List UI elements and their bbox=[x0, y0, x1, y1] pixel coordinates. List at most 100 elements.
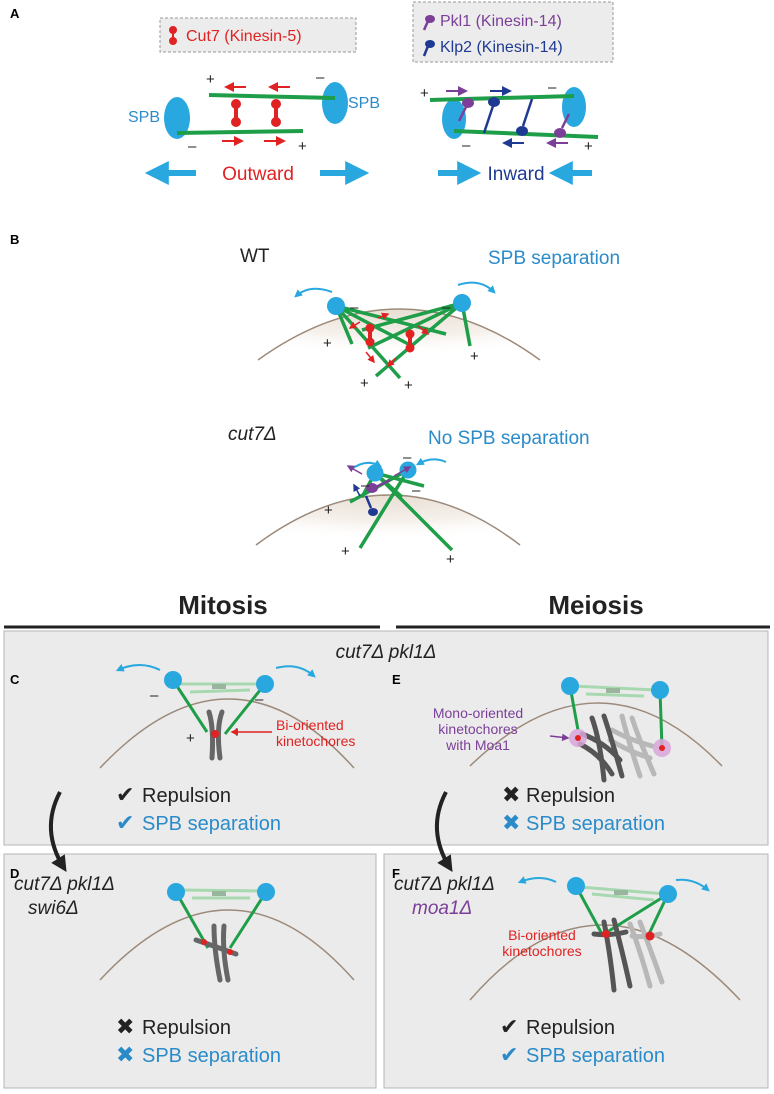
repulsion-label: Repulsion bbox=[526, 1017, 615, 1039]
spb-separation-label: SPB separation bbox=[142, 1045, 281, 1067]
genotype-label: cut7Δ pkl1Δ bbox=[14, 874, 115, 895]
cut7-legend-text: Cut7 (Kinesin-5) bbox=[186, 28, 302, 45]
pkl1-motor-icon bbox=[422, 15, 435, 31]
kinetochore bbox=[659, 745, 665, 751]
kinetochore bbox=[645, 931, 655, 941]
bi-oriented-annotation: kinetochores bbox=[502, 943, 581, 959]
cut7-mutant-label: cut7Δ bbox=[228, 424, 277, 445]
repulsion-label: Repulsion bbox=[142, 785, 231, 807]
plus-end-label: + bbox=[404, 377, 413, 394]
minus-end-label: – bbox=[442, 299, 451, 316]
kinetochore bbox=[201, 939, 207, 945]
genotype-top-label: cut7Δ pkl1Δ bbox=[336, 642, 437, 663]
minus-end-label: – bbox=[548, 79, 557, 96]
spb-left bbox=[561, 677, 579, 695]
microtubule-bottom bbox=[176, 129, 304, 135]
homolog-dark bbox=[591, 917, 633, 993]
kinesin14-legend-box bbox=[412, 1, 614, 63]
nucleus-envelope bbox=[469, 702, 723, 767]
panel-d-box bbox=[3, 853, 377, 1089]
spb-movement-arrow bbox=[517, 876, 557, 884]
plus-end-label: + bbox=[584, 138, 593, 155]
spb-movement-arrow bbox=[457, 281, 496, 294]
nucleus-envelope bbox=[99, 698, 355, 769]
minus-end-label: – bbox=[412, 482, 421, 499]
klp2-motor-right bbox=[516, 98, 534, 136]
cut7-motor-2 bbox=[405, 329, 415, 353]
mono-oriented-annotation: with Moa1 bbox=[445, 737, 510, 753]
check-icon: ✔ bbox=[500, 1042, 518, 1067]
wt-spindle-diagram: – – + + + + bbox=[257, 281, 541, 394]
genotype-label: swi6Δ bbox=[28, 898, 79, 919]
panel-f-label: F bbox=[392, 866, 400, 881]
wt-label: WT bbox=[240, 246, 270, 267]
minus-end-label: – bbox=[255, 691, 264, 708]
pkl1-motor bbox=[366, 478, 391, 493]
panel-a-label: A bbox=[10, 6, 20, 21]
klp2-motor-left bbox=[482, 97, 500, 134]
mono-oriented-annotation: kinetochores bbox=[438, 721, 517, 737]
microtubule-top bbox=[208, 93, 336, 100]
kinetochore bbox=[602, 930, 610, 938]
klp2-legend-text: Klp2 (Kinesin-14) bbox=[440, 39, 563, 56]
kinetochore bbox=[211, 730, 219, 738]
kinetochore bbox=[575, 735, 581, 741]
microtubule-top bbox=[429, 94, 575, 102]
cut7-motor-1 bbox=[365, 323, 375, 347]
cut7-motor-2 bbox=[271, 99, 281, 127]
panel-d-diagram bbox=[99, 883, 355, 983]
plus-end-label: + bbox=[420, 85, 429, 102]
meiosis-header: Meiosis bbox=[548, 590, 643, 620]
spb-separation-label: SPB separation bbox=[142, 813, 281, 835]
inward-label: Inward bbox=[487, 164, 544, 185]
spb-left bbox=[442, 99, 466, 139]
cut7-legend-box bbox=[159, 17, 357, 53]
pkl1-legend-text: Pkl1 (Kinesin-14) bbox=[440, 13, 562, 30]
minus-end-label: – bbox=[150, 687, 159, 704]
transition-arrow-c-to-d bbox=[49, 791, 67, 873]
klp2-motor bbox=[364, 495, 378, 516]
spb-left bbox=[164, 97, 190, 139]
inward-spindle-diagram: + – – + Inward bbox=[420, 79, 599, 185]
spb-movement-arrow bbox=[675, 878, 710, 892]
outward-label: Outward bbox=[222, 164, 294, 185]
transition-arrow-e-to-f bbox=[435, 791, 453, 873]
plus-end-label: + bbox=[341, 543, 350, 560]
mono-oriented-annotation: Mono-oriented bbox=[433, 705, 523, 721]
check-icon: ✔ bbox=[116, 810, 134, 835]
spb-label: SPB bbox=[348, 95, 380, 112]
plus-end-label: + bbox=[360, 375, 369, 392]
klp2-motor-icon bbox=[422, 40, 435, 57]
outward-spindle-diagram: + – – + SPB SPB Outward bbox=[128, 69, 380, 185]
spb-movement-arrow bbox=[115, 664, 161, 672]
spb-right bbox=[257, 883, 275, 901]
genotype-label: moa1Δ bbox=[412, 898, 472, 919]
minus-end-label: – bbox=[350, 299, 359, 316]
plus-end-label: + bbox=[298, 138, 307, 155]
panel-e-label: E bbox=[392, 672, 401, 687]
mutant-status-label: No SPB separation bbox=[428, 428, 590, 449]
cut7-motor-icon bbox=[169, 26, 177, 45]
minus-end-label: – bbox=[403, 449, 412, 466]
pkl1-motor-right bbox=[554, 113, 571, 138]
panel-f-diagram: Bi-oriented kinetochores bbox=[469, 876, 741, 1001]
pkl1-motor-left bbox=[457, 98, 474, 122]
repulsion-label: Repulsion bbox=[526, 785, 615, 807]
spb-left bbox=[567, 877, 585, 895]
plus-end-label: + bbox=[324, 502, 333, 519]
spb-left bbox=[327, 297, 345, 315]
genotype-label: cut7Δ pkl1Δ bbox=[394, 874, 495, 895]
spb-movement-arrow bbox=[294, 287, 333, 298]
plus-end-label: + bbox=[186, 730, 195, 747]
spb-right bbox=[256, 675, 274, 693]
check-icon: ✔ bbox=[116, 782, 134, 807]
plus-end-label: + bbox=[323, 335, 332, 352]
bi-oriented-annotation: Bi-oriented bbox=[508, 927, 576, 943]
plus-end-label: + bbox=[470, 348, 479, 365]
panel-c-label: C bbox=[10, 672, 20, 687]
spb-right bbox=[651, 681, 669, 699]
plus-end-label: + bbox=[446, 551, 455, 568]
spb-separation-label: SPB separation bbox=[526, 813, 665, 835]
plus-end-label: + bbox=[206, 71, 215, 88]
